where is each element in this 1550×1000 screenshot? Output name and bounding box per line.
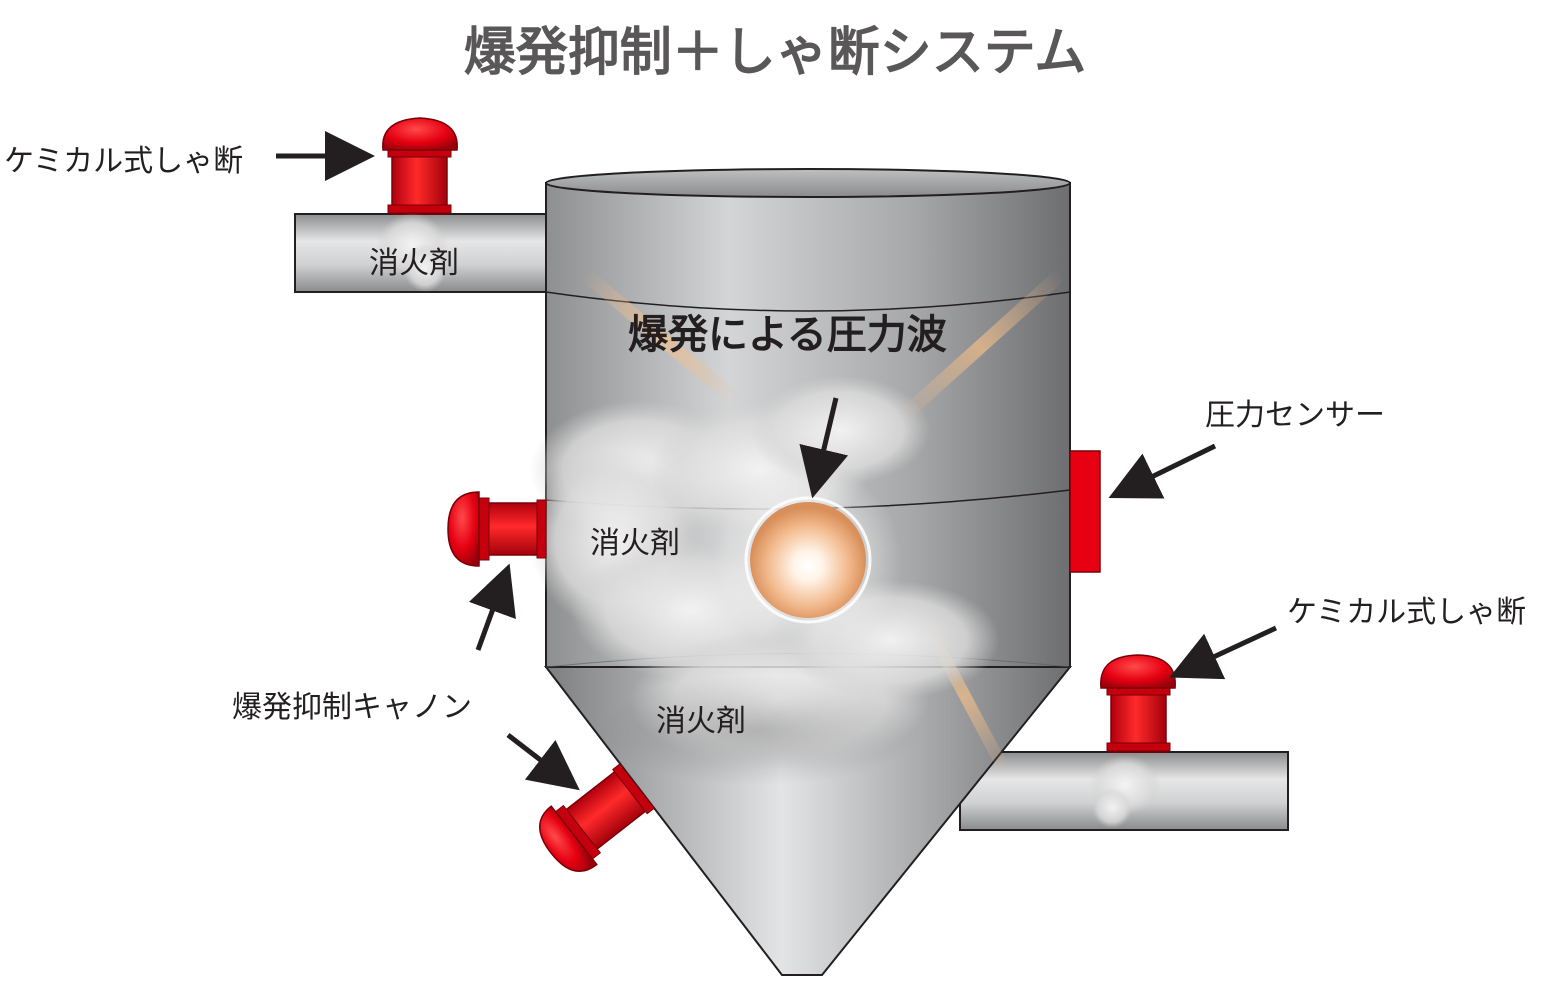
chemical-isolation-valve-bottom xyxy=(1090,654,1176,828)
chemical-isolation-label-bottom: ケミカル式しゃ断 xyxy=(1287,595,1527,630)
explosion-fireball xyxy=(713,465,903,655)
callout-arrows xyxy=(276,131,1278,791)
agent-label-vessel: 消火剤 xyxy=(590,526,680,561)
diagram-title: 爆発抑制＋しゃ断システム xyxy=(463,23,1087,83)
agent-label-pipe: 消火剤 xyxy=(369,246,459,281)
arrow-icon xyxy=(468,563,516,651)
suppression-cannon-left xyxy=(447,491,547,567)
suppression-cannon-lower xyxy=(539,763,655,872)
agent-label-cone: 消火剤 xyxy=(656,704,746,739)
vessel-top xyxy=(545,168,1071,198)
pressure-sensor-label: 圧力センサー xyxy=(1205,398,1385,433)
chemical-isolation-label-top: ケミカル式しゃ断 xyxy=(4,144,244,179)
chemical-isolation-valve-top xyxy=(377,117,458,292)
arrow-icon xyxy=(799,397,849,499)
arrow-icon xyxy=(1108,443,1217,499)
arrow-icon xyxy=(506,733,580,791)
pressure-wave-label: 爆発による圧力波 xyxy=(628,312,947,358)
pressure-sensor xyxy=(1069,450,1101,573)
arrow-icon xyxy=(1169,625,1278,680)
suppression-cannon-label: 爆発抑制キャノン xyxy=(232,690,472,725)
